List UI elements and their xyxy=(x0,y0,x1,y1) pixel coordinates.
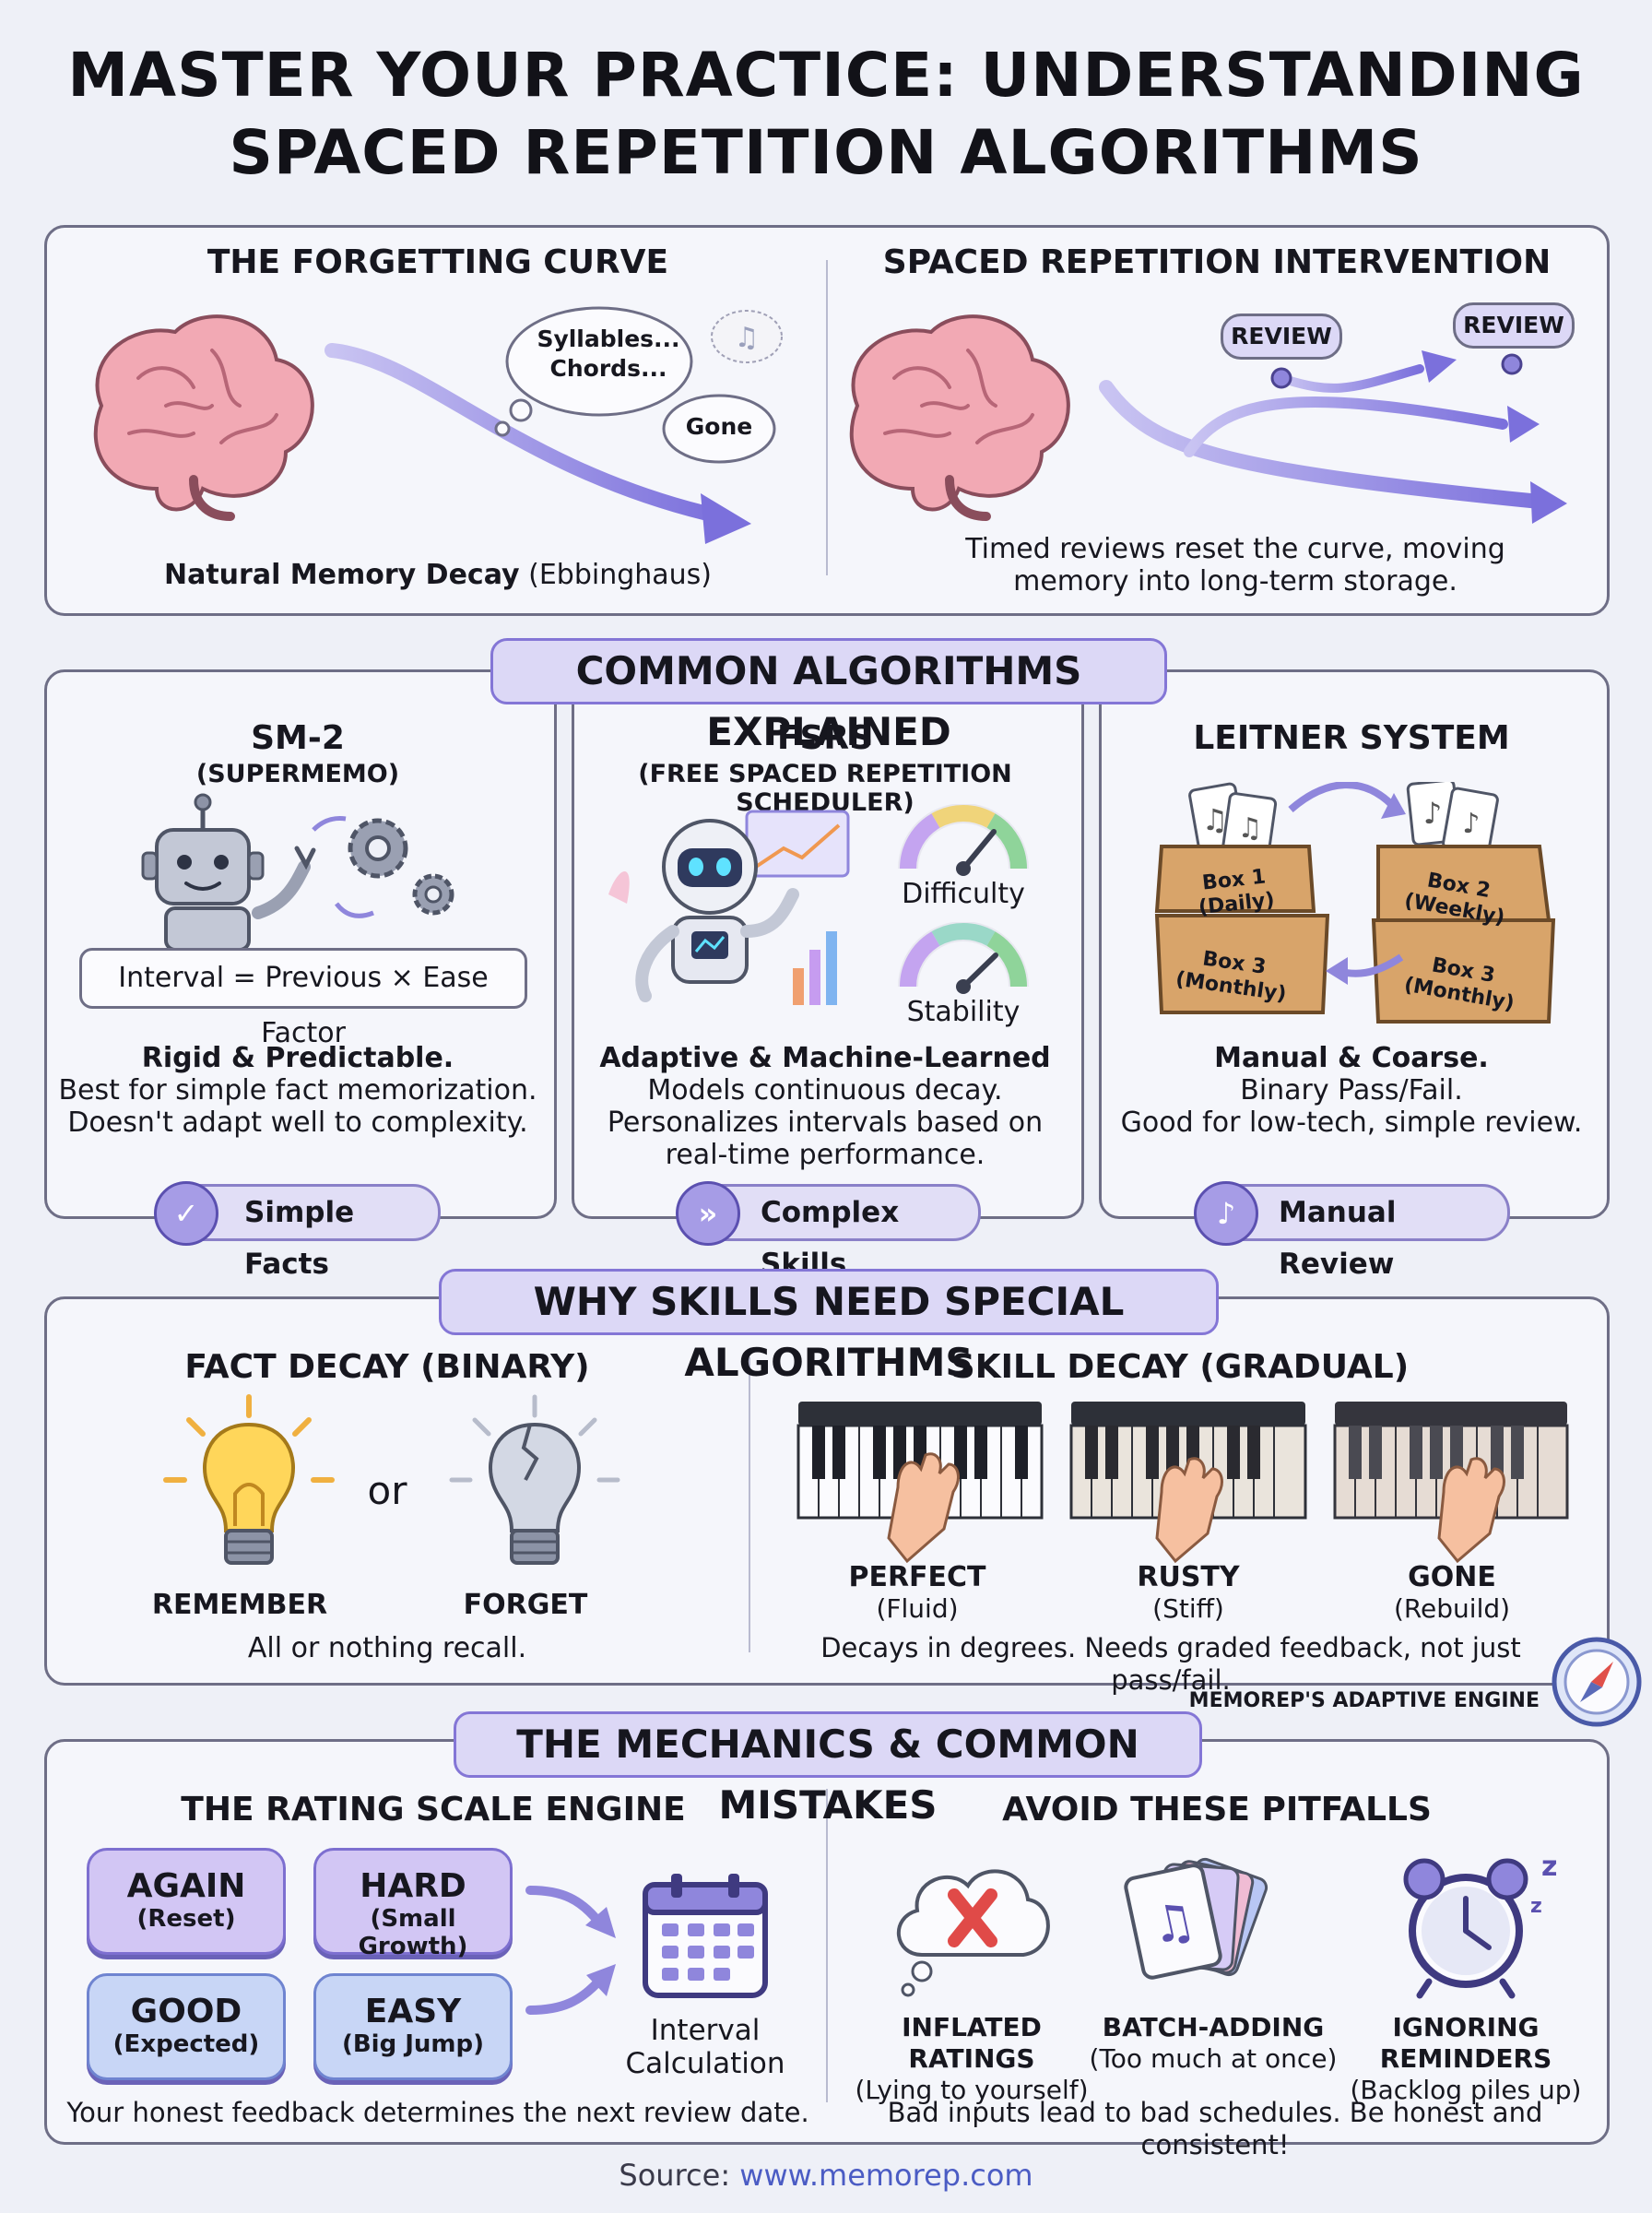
title-line-2: SPACED REPETITION ALGORITHMS xyxy=(229,117,1423,188)
level-rusty: RUSTY (Stiff) xyxy=(1137,1561,1240,1625)
batch-adding-icon: ♫ xyxy=(1124,1857,1268,1980)
manual-review-badge: ♪ Manual Review xyxy=(1194,1181,1510,1281)
promote-arrow-icon xyxy=(1288,782,1395,813)
page-title: MASTER YOUR PRACTICE: UNDERSTANDING SPAC… xyxy=(0,37,1652,192)
svg-text:z: z xyxy=(1541,1851,1557,1883)
forgetting-curve-caption: Natural Memory Decay (Ebbinghaus) xyxy=(163,559,713,591)
svg-text:♪: ♪ xyxy=(1423,796,1442,831)
stability-gauge-icon xyxy=(898,922,1029,994)
review-tag-2: REVIEW xyxy=(1453,302,1575,349)
leitner-boxes-illustration: ♫ ♫ ♪ ♪ xyxy=(1154,782,1556,1024)
fsrs-title: FSRS xyxy=(776,719,874,757)
rating-good-button[interactable]: GOOD (Expected) xyxy=(87,1973,286,2080)
rating-scale-title: THE RATING SCALE ENGINE xyxy=(181,1791,686,1828)
forget-label: FORGET xyxy=(463,1589,588,1621)
spaced-repetition-illustration xyxy=(849,314,1567,524)
lightbulb-on-icon xyxy=(163,1394,335,1565)
gone-bubble-text: Gone xyxy=(685,413,753,440)
thought-bubble-text: Syllables... Chords... xyxy=(537,325,680,382)
skill-decay-caption: Decays in degrees. Needs graded feedback… xyxy=(820,1632,1521,1696)
piano-gone-icon xyxy=(1333,1402,1569,1564)
leitner-title: LEITNER SYSTEM xyxy=(1193,719,1510,757)
source-footer: Source: www.memorep.com xyxy=(0,2158,1652,2193)
fsrs-description: Adaptive & Machine-Learned Models contin… xyxy=(599,1042,1051,1171)
skill-decay-title: SKILL DECAY (GRADUAL) xyxy=(950,1348,1410,1386)
level-perfect: PERFECT (Fluid) xyxy=(848,1561,986,1625)
box-icons xyxy=(1154,845,1556,1024)
forgetting-curve-illustration: ♫ xyxy=(93,306,783,544)
pitfall-batch-adding: BATCH-ADDING (Too much at once) xyxy=(1089,2012,1338,2074)
simple-facts-badge: ✓ Simple Facts xyxy=(154,1181,441,1281)
or-label: or xyxy=(367,1468,407,1513)
spaced-repetition-caption: Timed reviews reset the curve, moving me… xyxy=(965,533,1505,598)
fast-forward-icon: » xyxy=(676,1181,740,1246)
review-curve-lower xyxy=(1099,380,1556,510)
remember-label: REMEMBER xyxy=(151,1589,328,1621)
interval-calculation-label: Interval Calculation xyxy=(625,2014,785,2080)
rating-hard-button[interactable]: HARD (Small Growth) xyxy=(313,1848,513,1960)
piano-rusty-icon xyxy=(1069,1402,1307,1564)
section4-divider xyxy=(826,1789,828,2102)
inflated-ratings-icon xyxy=(896,1869,1050,1997)
fact-decay-caption: All or nothing recall. xyxy=(247,1632,527,1664)
level-gone: GONE (Rebuild) xyxy=(1393,1561,1511,1625)
rating-arrows-icon xyxy=(525,1886,616,2015)
adaptive-engine-label: MEMOREP'S ADAPTIVE ENGINE xyxy=(1188,1689,1540,1712)
thought-cloud-icon: ♫ xyxy=(494,306,783,464)
svg-text:♪: ♪ xyxy=(1462,808,1480,840)
sm2-formula: Interval = Previous × Ease Factor xyxy=(79,948,527,1049)
pitfalls-caption: Bad inputs lead to bad schedules. Be hon… xyxy=(887,2097,1543,2160)
review-curve-middle xyxy=(1184,396,1508,457)
spaced-repetition-title: SPACED REPETITION INTERVENTION xyxy=(882,243,1552,281)
rating-easy-button[interactable]: EASY (Big Jump) xyxy=(313,1973,513,2080)
algorithms-banner: COMMON ALGORITHMS EXPLAINED xyxy=(490,638,1167,754)
sm2-subtitle: (SUPERMEMO) xyxy=(195,760,400,788)
fsrs-robot-illustration xyxy=(608,810,850,1005)
leitner-description: Manual & Coarse. Binary Pass/Fail. Good … xyxy=(1120,1042,1583,1139)
brain-icon xyxy=(849,314,1070,521)
pitfall-ignoring-reminders: IGNORING REMINDERS (Backlog piles up) xyxy=(1350,2012,1582,2105)
title-line-1: MASTER YOUR PRACTICE: UNDERSTANDING xyxy=(67,40,1585,111)
review-curve-upper xyxy=(1277,364,1424,393)
robot-icon xyxy=(141,793,316,950)
rating-again-button[interactable]: AGAIN (Reset) xyxy=(87,1848,286,1955)
sm2-robot-illustration xyxy=(141,793,454,950)
brain-icon xyxy=(93,314,314,521)
pitfalls-title: AVOID THESE PITFALLS xyxy=(1002,1791,1432,1828)
review-tag-1: REVIEW xyxy=(1221,314,1342,360)
calendar-icon xyxy=(643,1874,768,1998)
pitfall-inflated-ratings: INFLATED RATINGS (Lying to yourself) xyxy=(855,2012,1089,2105)
sm2-description: Rigid & Predictable. Best for simple fac… xyxy=(58,1042,537,1139)
piano-perfect-icon xyxy=(796,1402,1044,1564)
compass-icon xyxy=(1552,1637,1642,1727)
svg-text:♫: ♫ xyxy=(1238,812,1263,845)
checkmark-icon: ✓ xyxy=(154,1181,218,1246)
difficulty-label: Difficulty xyxy=(902,878,1025,910)
forgetting-curve-title: THE FORGETTING CURVE xyxy=(206,243,669,281)
section3-divider xyxy=(749,1357,750,1652)
section1-divider xyxy=(826,260,828,575)
decay-arrow-icon xyxy=(324,343,726,524)
lightbulb-broken-icon xyxy=(449,1394,620,1565)
mechanics-banner: THE MECHANICS & COMMON MISTAKES xyxy=(454,1711,1202,1828)
rating-scale-caption: Your honest feedback determines the next… xyxy=(66,2097,809,2128)
skills-banner: WHY SKILLS NEED SPECIAL ALGORITHMS xyxy=(439,1269,1219,1385)
difficulty-gauge-icon xyxy=(898,804,1029,876)
source-label: Source: xyxy=(619,2158,731,2193)
music-card-icon: ♪ xyxy=(1194,1181,1258,1246)
flashcard-icons: ♫ ♫ ♪ ♪ xyxy=(1188,782,1499,860)
fact-decay-title: FACT DECAY (BINARY) xyxy=(184,1348,590,1386)
stability-label: Stability xyxy=(906,996,1021,1028)
svg-text:♫: ♫ xyxy=(735,322,760,354)
complex-skills-badge: » Complex Skills xyxy=(676,1181,981,1281)
gears-icon xyxy=(312,816,454,918)
svg-text:z: z xyxy=(1530,1895,1542,1918)
sm2-panel xyxy=(44,669,557,1219)
source-link[interactable]: www.memorep.com xyxy=(739,2158,1033,2193)
sm2-title: SM-2 xyxy=(251,719,345,757)
ai-robot-icon xyxy=(608,810,850,1005)
fsrs-subtitle: (FREE SPACED REPETITION SCHEDULER) xyxy=(638,760,1012,817)
alarm-clock-icon: z z xyxy=(1403,1851,1557,1999)
